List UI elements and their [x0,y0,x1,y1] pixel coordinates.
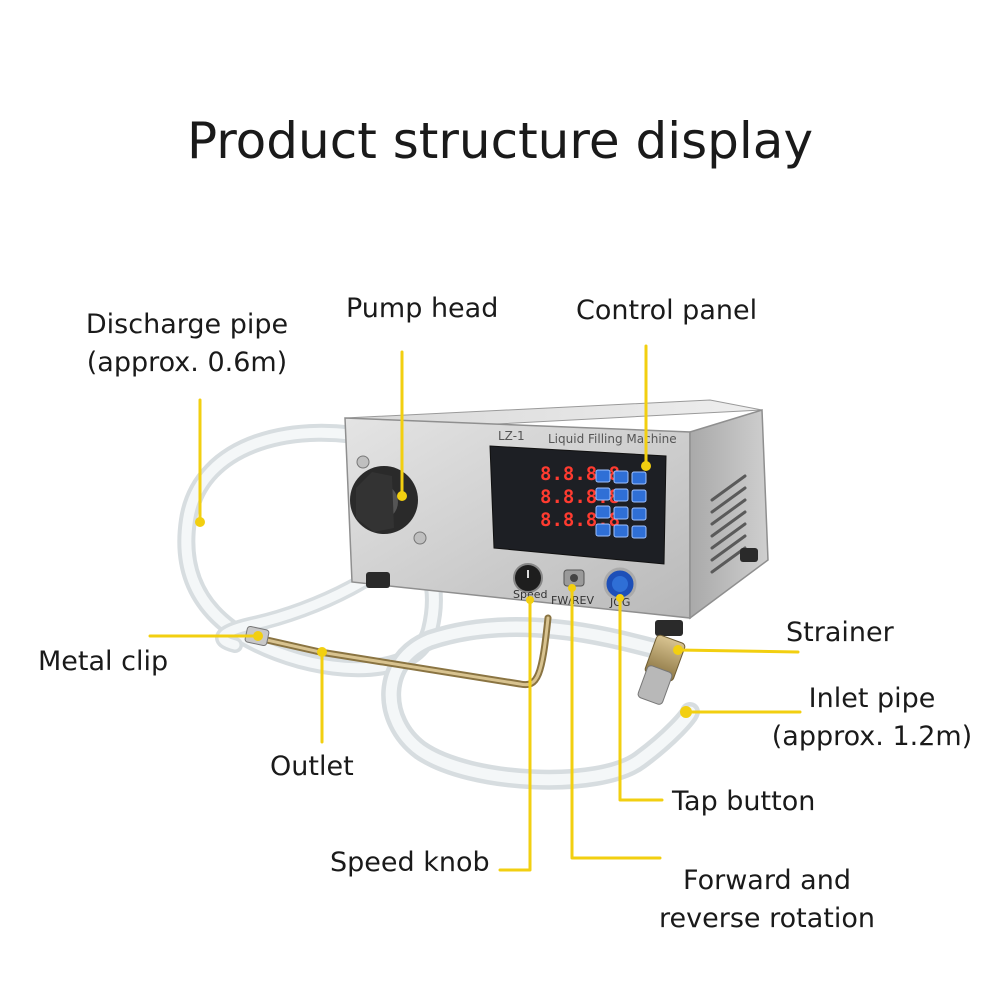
label-inlet-pipe-line1: Inlet pipe [808,683,936,714]
label-outlet: Outlet [270,751,354,782]
model-label: LZ-1 [498,429,525,443]
label-inlet-pipe-line2: (approx. 1.2m) [771,721,973,752]
label-speed-knob: Speed knob [330,847,490,878]
speed-knob-illustration [513,563,543,593]
callout-line-strainer [676,648,800,654]
label-pump-head: Pump head [346,293,499,324]
label-forward-reverse-line2: reverse rotation [659,903,875,934]
label-forward-reverse: Forward and reverse rotation [642,862,892,938]
callout-line-speed-knob [498,598,532,872]
control-panel-screen: 8.8.8.8 8.8.8.8 8.8.8.8 [489,445,667,565]
label-discharge-pipe-line2: (approx. 0.6m) [86,347,288,378]
label-control-panel: Control panel [576,295,758,326]
callout-line-forward-reverse [570,586,662,860]
page-title: Product structure display [186,112,814,170]
direction-switch-illustration [563,569,585,587]
label-forward-reverse-line1: Forward and [683,865,851,896]
label-metal-clip: Metal clip [38,646,169,677]
speed-knob-caption: Speed [513,588,547,601]
outlet-rod [244,614,552,689]
label-tap-button: Tap button [672,786,816,817]
jog-button-illustration [603,567,637,601]
callout-dots [195,461,692,718]
callout-lines [148,344,802,872]
machine-name-label: Liquid Filling Machine [548,432,677,446]
label-discharge-pipe-line1: Discharge pipe [85,309,289,340]
label-inlet-pipe: Inlet pipe (approx. 1.2m) [760,680,984,756]
label-strainer: Strainer [786,617,894,648]
label-discharge-pipe: Discharge pipe (approx. 0.6m) [72,306,302,382]
inlet-pipe [381,617,700,790]
callout-line-tap-button [618,596,664,802]
